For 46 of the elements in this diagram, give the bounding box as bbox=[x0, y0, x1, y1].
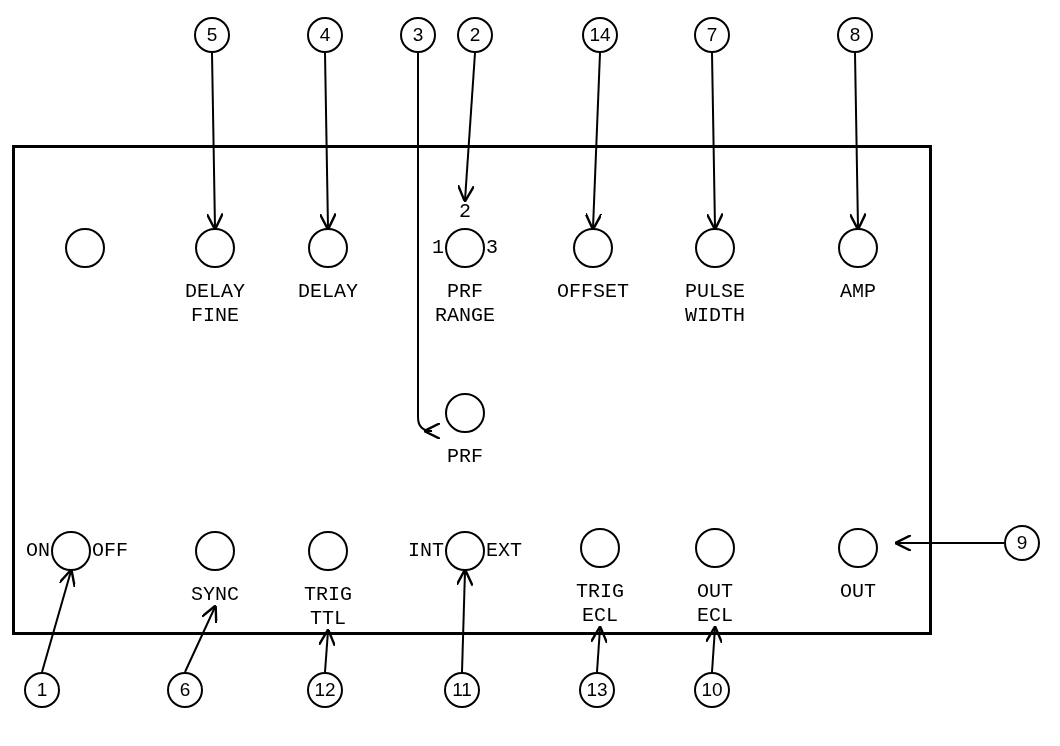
arrow bbox=[704, 625, 724, 673]
control-label: PULSE WIDTH bbox=[684, 280, 746, 328]
arrow bbox=[848, 52, 867, 231]
callout-number: 5 bbox=[194, 17, 230, 53]
callout-number: 10 bbox=[694, 672, 730, 708]
control-label: PRF RANGE bbox=[434, 280, 496, 328]
position-label: ON bbox=[26, 539, 50, 563]
callout-number: 4 bbox=[307, 17, 343, 53]
control-label: TRIG TTL bbox=[303, 583, 353, 631]
control-label: OFFSET bbox=[556, 280, 630, 304]
callout-number: 1 bbox=[24, 672, 60, 708]
callout-number: 12 bbox=[307, 672, 343, 708]
callout-number: 7 bbox=[694, 17, 730, 53]
arrow bbox=[417, 52, 442, 441]
control-label: OUT bbox=[839, 580, 877, 604]
position-label: INT bbox=[408, 539, 444, 563]
control-label: DELAY bbox=[297, 280, 359, 304]
position-label: 3 bbox=[486, 236, 498, 260]
control-label: TRIG ECL bbox=[575, 580, 625, 628]
control-label: SYNC bbox=[190, 583, 240, 607]
position-label: 1 bbox=[432, 236, 444, 260]
control-label: AMP bbox=[839, 280, 877, 304]
front-panel bbox=[12, 145, 932, 635]
arrow bbox=[456, 52, 476, 203]
callout-number: 13 bbox=[579, 672, 615, 708]
callout-number: 11 bbox=[444, 672, 480, 708]
arrow bbox=[589, 625, 609, 673]
control-label: DELAY FINE bbox=[184, 280, 246, 328]
arrow bbox=[318, 52, 337, 231]
arrow bbox=[184, 604, 218, 673]
callout-number: 3 bbox=[400, 17, 436, 53]
arrow bbox=[705, 52, 724, 231]
callout-number: 9 bbox=[1004, 525, 1040, 561]
arrow bbox=[894, 533, 1005, 553]
position-number: 2 bbox=[459, 200, 471, 224]
control-label: OUT ECL bbox=[696, 580, 734, 628]
arrow bbox=[317, 628, 337, 673]
callout-number: 2 bbox=[457, 17, 493, 53]
callout-number: 8 bbox=[837, 17, 873, 53]
arrow bbox=[205, 52, 224, 231]
callout-number: 6 bbox=[167, 672, 203, 708]
arrow bbox=[584, 52, 603, 231]
position-label: EXT bbox=[486, 539, 522, 563]
position-label: OFF bbox=[92, 539, 128, 563]
callout-number: 14 bbox=[582, 17, 618, 53]
control-label: PRF bbox=[446, 445, 484, 469]
